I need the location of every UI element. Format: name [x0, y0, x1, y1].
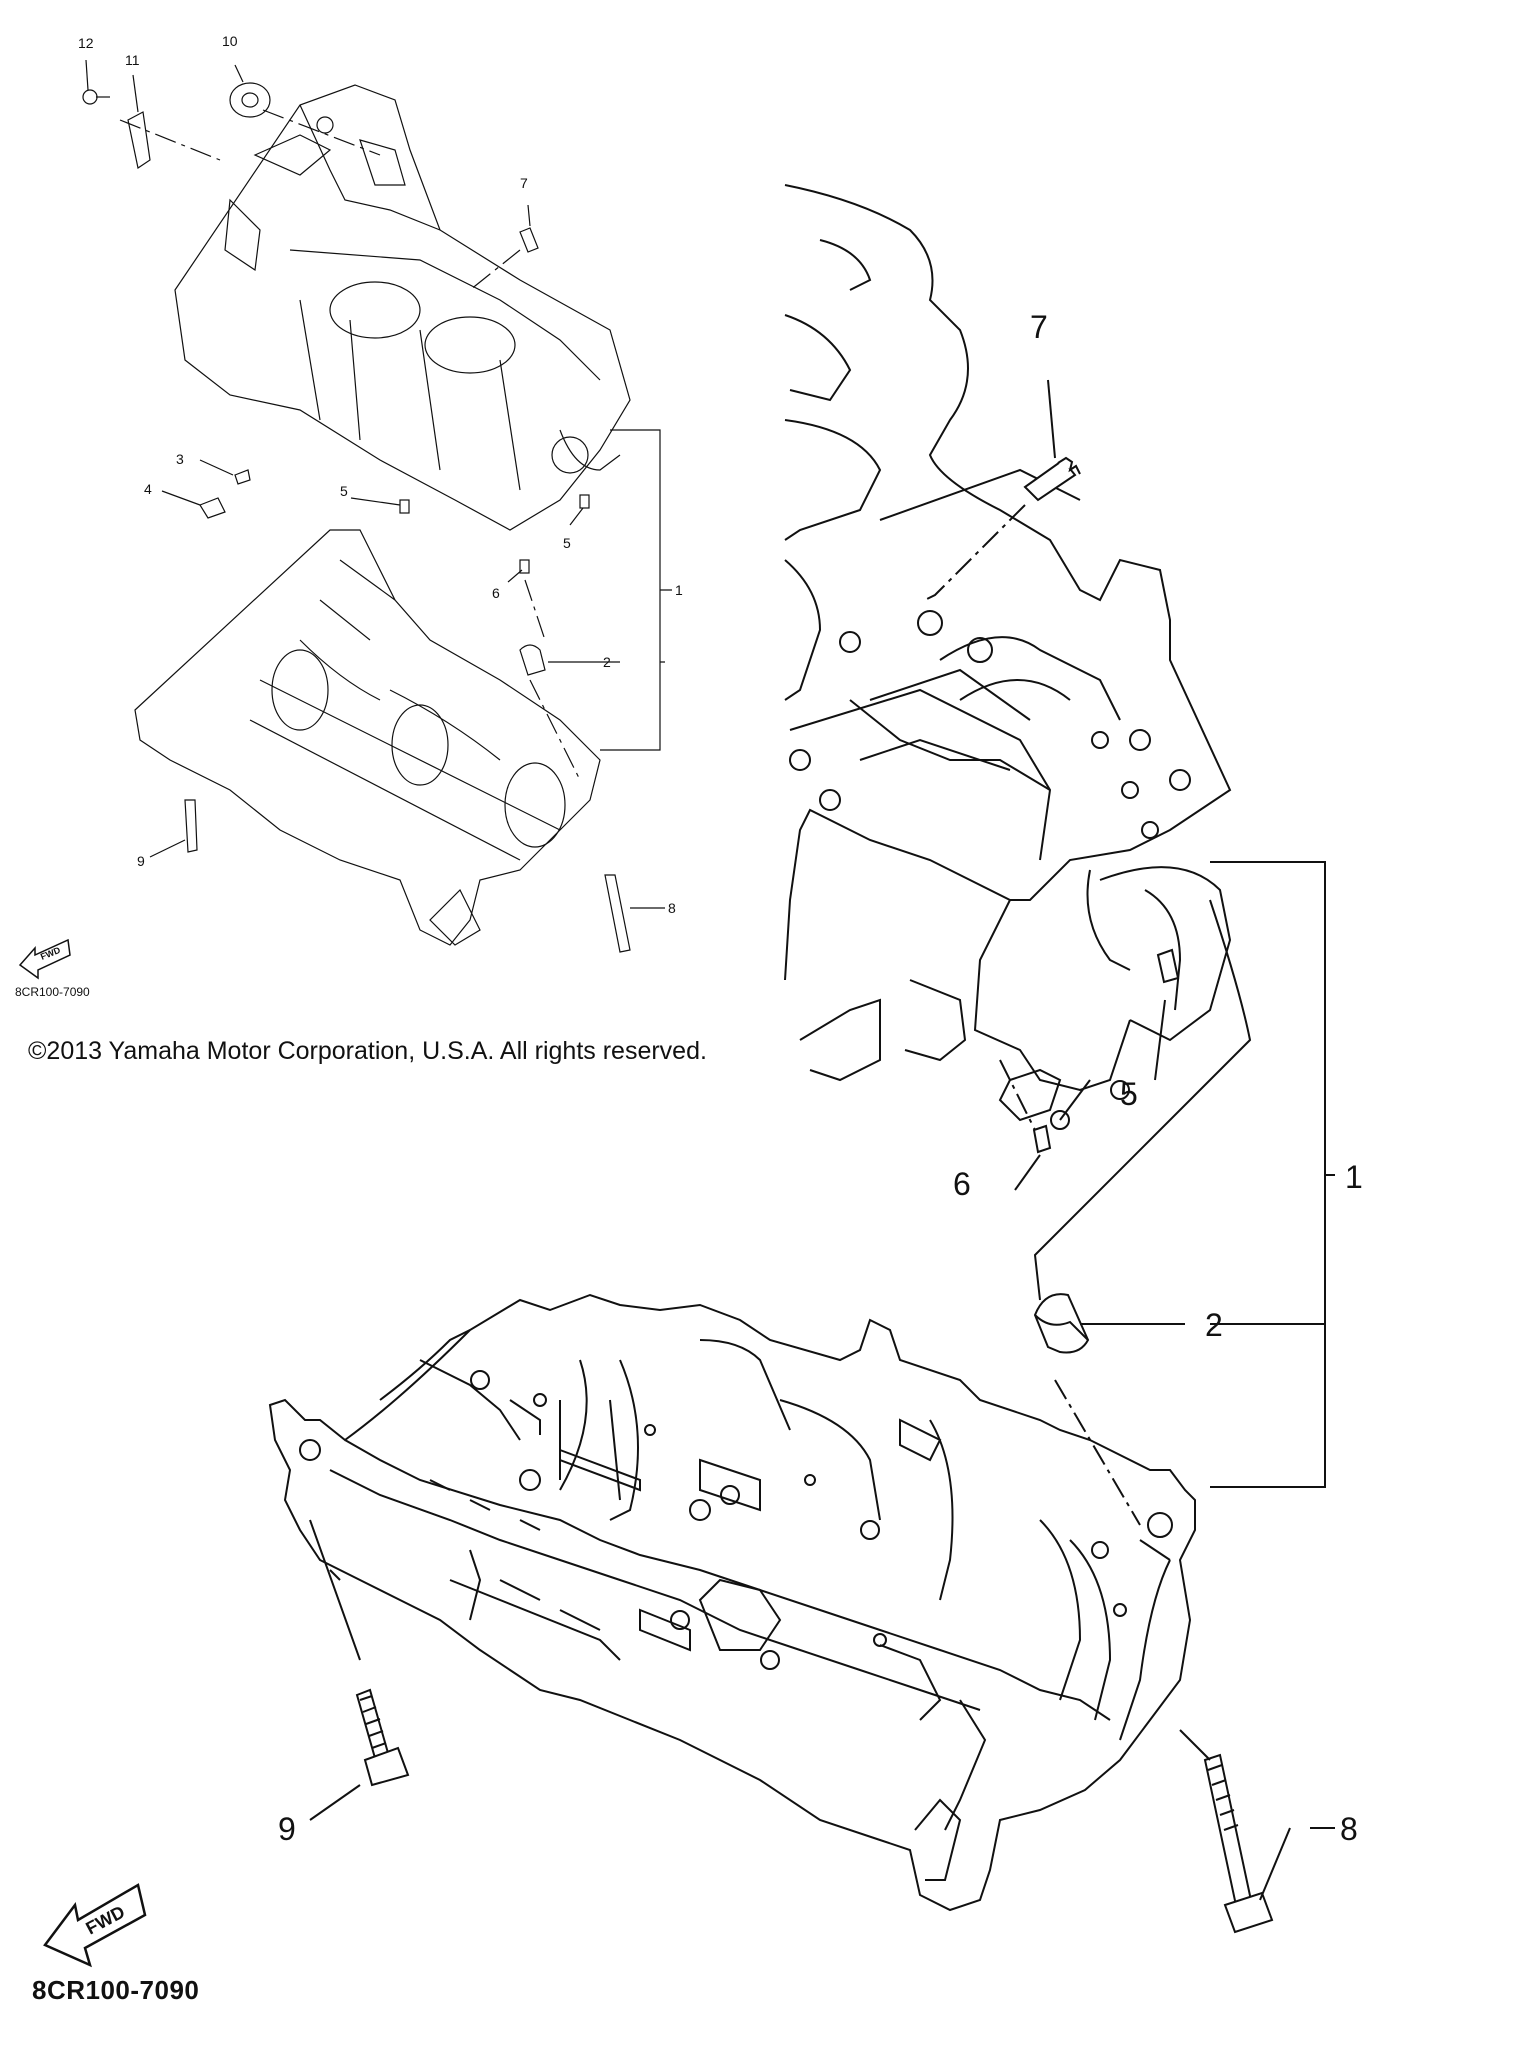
copyright-notice: ©2013 Yamaha Motor Corporation, U.S.A. A…: [28, 1037, 707, 1065]
overview-diagram: 12 11 10 7 3 4 5 5 6 2 1 9 8 FWD: [18, 33, 683, 980]
overview-callout-5a: 5: [340, 483, 348, 499]
detail-callout-7: 7: [1030, 309, 1048, 345]
overview-callout-9: 9: [137, 853, 145, 869]
detail-callout-6: 6: [953, 1166, 971, 1202]
detail-callout-2: 2: [1205, 1307, 1223, 1343]
overview-callout-8: 8: [668, 900, 676, 916]
detail-lower-crankcase: [268, 1293, 1196, 1912]
overview-callout-3: 3: [176, 451, 184, 467]
overview-callout-11: 11: [125, 52, 140, 68]
overview-leaders: [85, 59, 672, 909]
detail-callout-1: 1: [1345, 1159, 1363, 1195]
dowel-pin-7: [1023, 458, 1077, 502]
overview-parts: [82, 82, 631, 953]
diagram-code-small: 8CR100-7090: [15, 985, 90, 999]
overview-callout-2: 2: [603, 654, 611, 670]
detail-callout-8: 8: [1340, 1811, 1358, 1847]
overview-callout-1: 1: [675, 582, 683, 598]
detail-diagram: 7 5 6 1 2 9 8 FWD: [43, 184, 1363, 1968]
diagram-code-large: 8CR100-7090: [32, 1975, 200, 2005]
dowel-pin-5: [1156, 948, 1180, 984]
overview-callout-7: 7: [520, 175, 528, 191]
fwd-arrow-icon-small: FWD: [18, 938, 71, 980]
dowel-pin-6: [1032, 1124, 1052, 1154]
bolt-8: [1203, 1753, 1254, 1912]
plug-2: [1033, 1293, 1090, 1354]
overview-callout-4: 4: [144, 481, 152, 497]
detail-parts: [355, 456, 1274, 1934]
overview-callout-5b: 5: [563, 535, 571, 551]
overview-callout-6: 6: [492, 585, 500, 601]
detail-callout-9: 9: [278, 1811, 296, 1847]
overview-callout-10: 10: [222, 33, 238, 49]
overview-upper-crankcase: [174, 84, 631, 531]
detail-callout-labels: 7 5 6 1 2 9 8: [278, 309, 1363, 1847]
overview-lower-crankcase: [134, 529, 601, 946]
overview-callout-12: 12: [78, 35, 94, 51]
overview-callout-labels: 12 11 10 7 3 4 5 5 6 2 1 9 8: [78, 33, 683, 916]
detail-upper-crankcase: [784, 184, 1232, 1130]
detail-callout-5: 5: [1120, 1076, 1138, 1112]
fwd-arrow-icon-large: FWD: [43, 1883, 147, 1968]
detail-leaders: [309, 379, 1335, 1901]
